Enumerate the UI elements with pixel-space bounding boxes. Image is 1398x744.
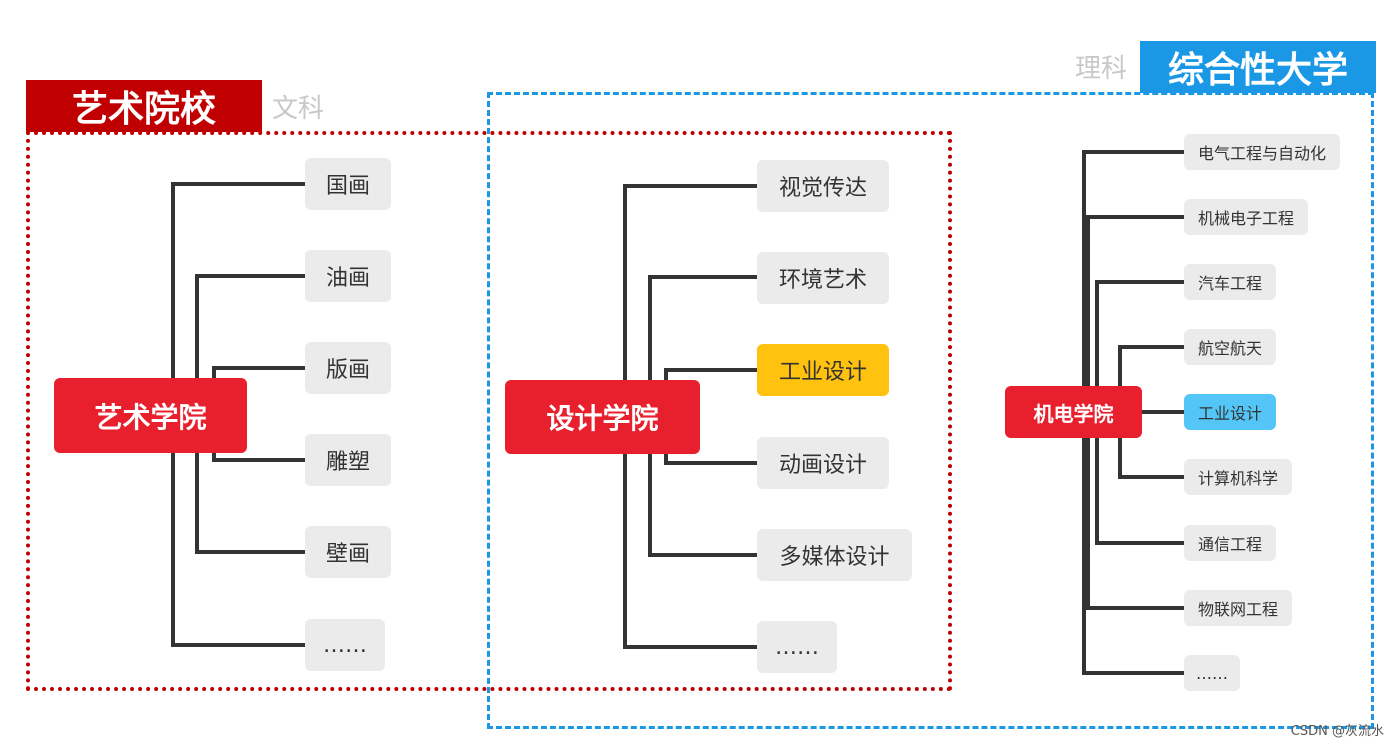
art-child-node: 版画 (305, 342, 391, 394)
design-child-node: 多媒体设计 (757, 529, 912, 581)
comprehensive-university-title: 综合性大学 (1140, 41, 1376, 93)
mech-child-node: 电气工程与自动化 (1184, 134, 1340, 170)
art-child-node: 雕塑 (305, 434, 391, 486)
mech-child-node: 通信工程 (1184, 525, 1276, 561)
mech-college-root: 机电学院 (1005, 386, 1142, 438)
liberal-arts-hint: 文科 (272, 94, 325, 124)
science-hint: 理科 (1075, 54, 1128, 84)
mech-child-node-highlighted: 工业设计 (1184, 394, 1276, 430)
design-child-node: 环境艺术 (757, 252, 889, 304)
mech-child-node: 计算机科学 (1184, 459, 1292, 495)
mech-child-node: 航空航天 (1184, 329, 1276, 365)
mech-child-node: …… (1184, 655, 1240, 691)
art-school-title: 艺术院校 (26, 80, 262, 132)
art-child-node: …… (305, 619, 385, 671)
watermark: CSDN @灰流水 (1290, 724, 1384, 739)
design-child-node: …… (757, 621, 837, 673)
mech-child-node: 汽车工程 (1184, 264, 1276, 300)
design-child-node: 动画设计 (757, 437, 889, 489)
art-child-node: 油画 (305, 250, 391, 302)
design-child-node-highlighted: 工业设计 (757, 344, 889, 396)
art-college-root: 艺术学院 (54, 378, 247, 453)
mech-child-node: 机械电子工程 (1184, 199, 1308, 235)
mech-child-node: 物联网工程 (1184, 590, 1292, 626)
comprehensive-university-frame (487, 92, 1374, 729)
design-college-root: 设计学院 (505, 380, 700, 454)
design-child-node: 视觉传达 (757, 160, 889, 212)
art-child-node: 国画 (305, 158, 391, 210)
art-child-node: 壁画 (305, 526, 391, 578)
